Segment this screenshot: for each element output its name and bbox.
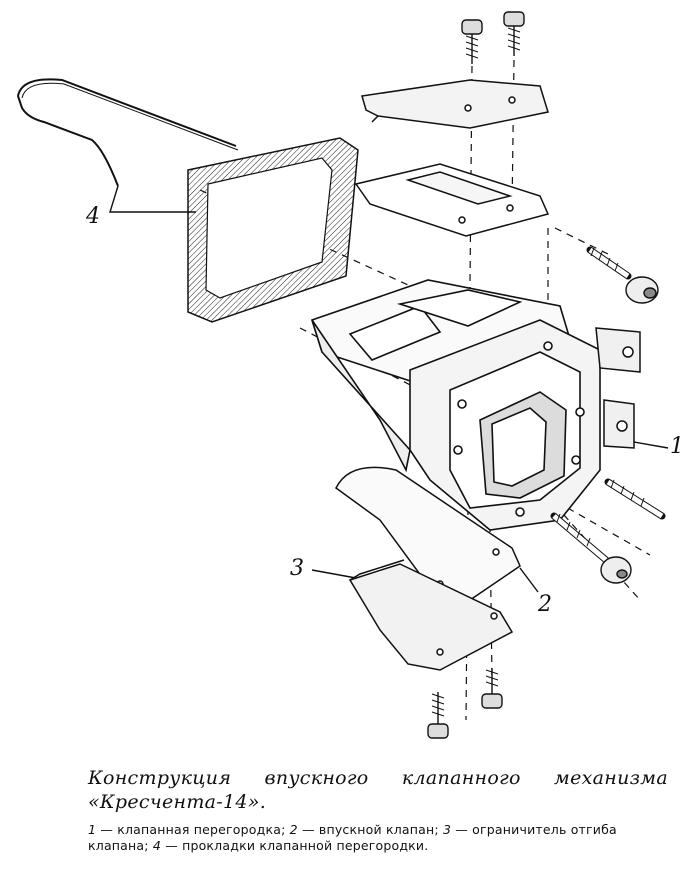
reed-valve-top [354, 163, 550, 237]
side-bolts-lower [550, 478, 666, 584]
callout-1: 1 [670, 434, 684, 459]
top-screw-right [503, 11, 525, 56]
callout-leaders [109, 185, 669, 593]
caption-legend: 1 — клапанная перегородка; 2 — впускной … [88, 822, 617, 853]
valve-block-body [311, 279, 601, 531]
legend-text: впускной клапан; [318, 822, 439, 837]
top-screw-left [461, 19, 483, 64]
legend-num: 4 [152, 838, 162, 853]
legend-num: 3 [442, 822, 452, 837]
callout-4: 4 [86, 204, 100, 229]
gasket-4 [187, 137, 359, 323]
limiter-plate-top [361, 79, 549, 129]
wire-bracket [16, 78, 239, 187]
callout-3: 3 [290, 556, 304, 581]
caption-title: Конструкция впускного клапанного механиз… [88, 767, 668, 813]
bottom-screw-left [427, 692, 449, 739]
legend-num: 2 [289, 822, 298, 837]
legend-num: 1 [88, 822, 97, 837]
legend-text: ограничитель отгиба клапана; [88, 822, 617, 853]
legend-text: клапанная перегородка; [117, 822, 286, 837]
figure-caption: Конструкция впускного клапанного механиз… [88, 766, 668, 854]
exploded-view-drawing [16, 11, 669, 739]
valve-partition-1 [595, 327, 641, 449]
legend-text: прокладки клапанной перегородки. [182, 838, 429, 853]
bottom-screw-right [481, 668, 503, 709]
callout-2: 2 [538, 592, 552, 617]
side-bolt-upper [586, 246, 659, 304]
